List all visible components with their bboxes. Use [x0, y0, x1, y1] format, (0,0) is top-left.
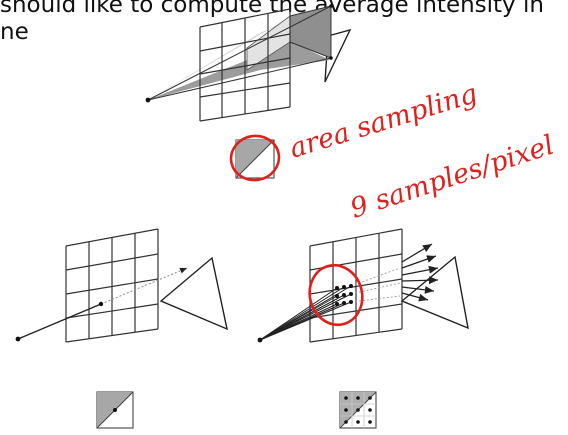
- pixel-grid: [309, 228, 403, 343]
- sample-dot: [335, 302, 339, 306]
- annotation-circle-bottom: [308, 263, 364, 327]
- pixel-grid: [199, 8, 291, 122]
- sample-dot: [344, 396, 348, 400]
- pixel-swatch-area: [235, 139, 275, 179]
- sample-dot: [368, 420, 372, 424]
- sample-dot: [342, 301, 346, 305]
- eye-point: [257, 337, 263, 343]
- triangle: [400, 255, 469, 330]
- sample-dot: [356, 420, 360, 424]
- sample-dot: [344, 420, 348, 424]
- single-sample-figure: [15, 228, 228, 429]
- sample-dot: [113, 408, 117, 412]
- area-sampling-figure: [145, 4, 352, 182]
- annotation-circle-top: [229, 134, 281, 182]
- sample-dot: [98, 301, 104, 307]
- sample-dot: [368, 408, 372, 412]
- slide-header-text: should like to compute the average inten…: [0, 0, 544, 45]
- sample-dot: [342, 285, 346, 289]
- sample-dot: [335, 286, 339, 290]
- eye-point: [145, 97, 151, 103]
- triangle: [159, 256, 228, 331]
- pixel-grid: [65, 228, 159, 343]
- pyramid-lower-face: [148, 42, 330, 100]
- sample-dot: [335, 294, 339, 298]
- sample-dot: [344, 408, 348, 412]
- sample-dot: [342, 293, 346, 297]
- supersampling-figure: [257, 228, 469, 429]
- pixel-swatch-supersampled: [339, 391, 377, 429]
- handwritten-area-sampling: area sampling: [286, 78, 481, 164]
- sample-dot: [349, 300, 353, 304]
- sample-dot: [368, 396, 372, 400]
- sample-dot: [349, 292, 353, 296]
- pixel-swatch-single: [96, 391, 134, 429]
- handwritten-samples-per-pixel: 9 samples/pixel: [347, 130, 558, 225]
- sample-dot: [349, 284, 353, 288]
- eye-point: [15, 336, 21, 342]
- sample-dot: [356, 408, 360, 412]
- sample-dot: [356, 396, 360, 400]
